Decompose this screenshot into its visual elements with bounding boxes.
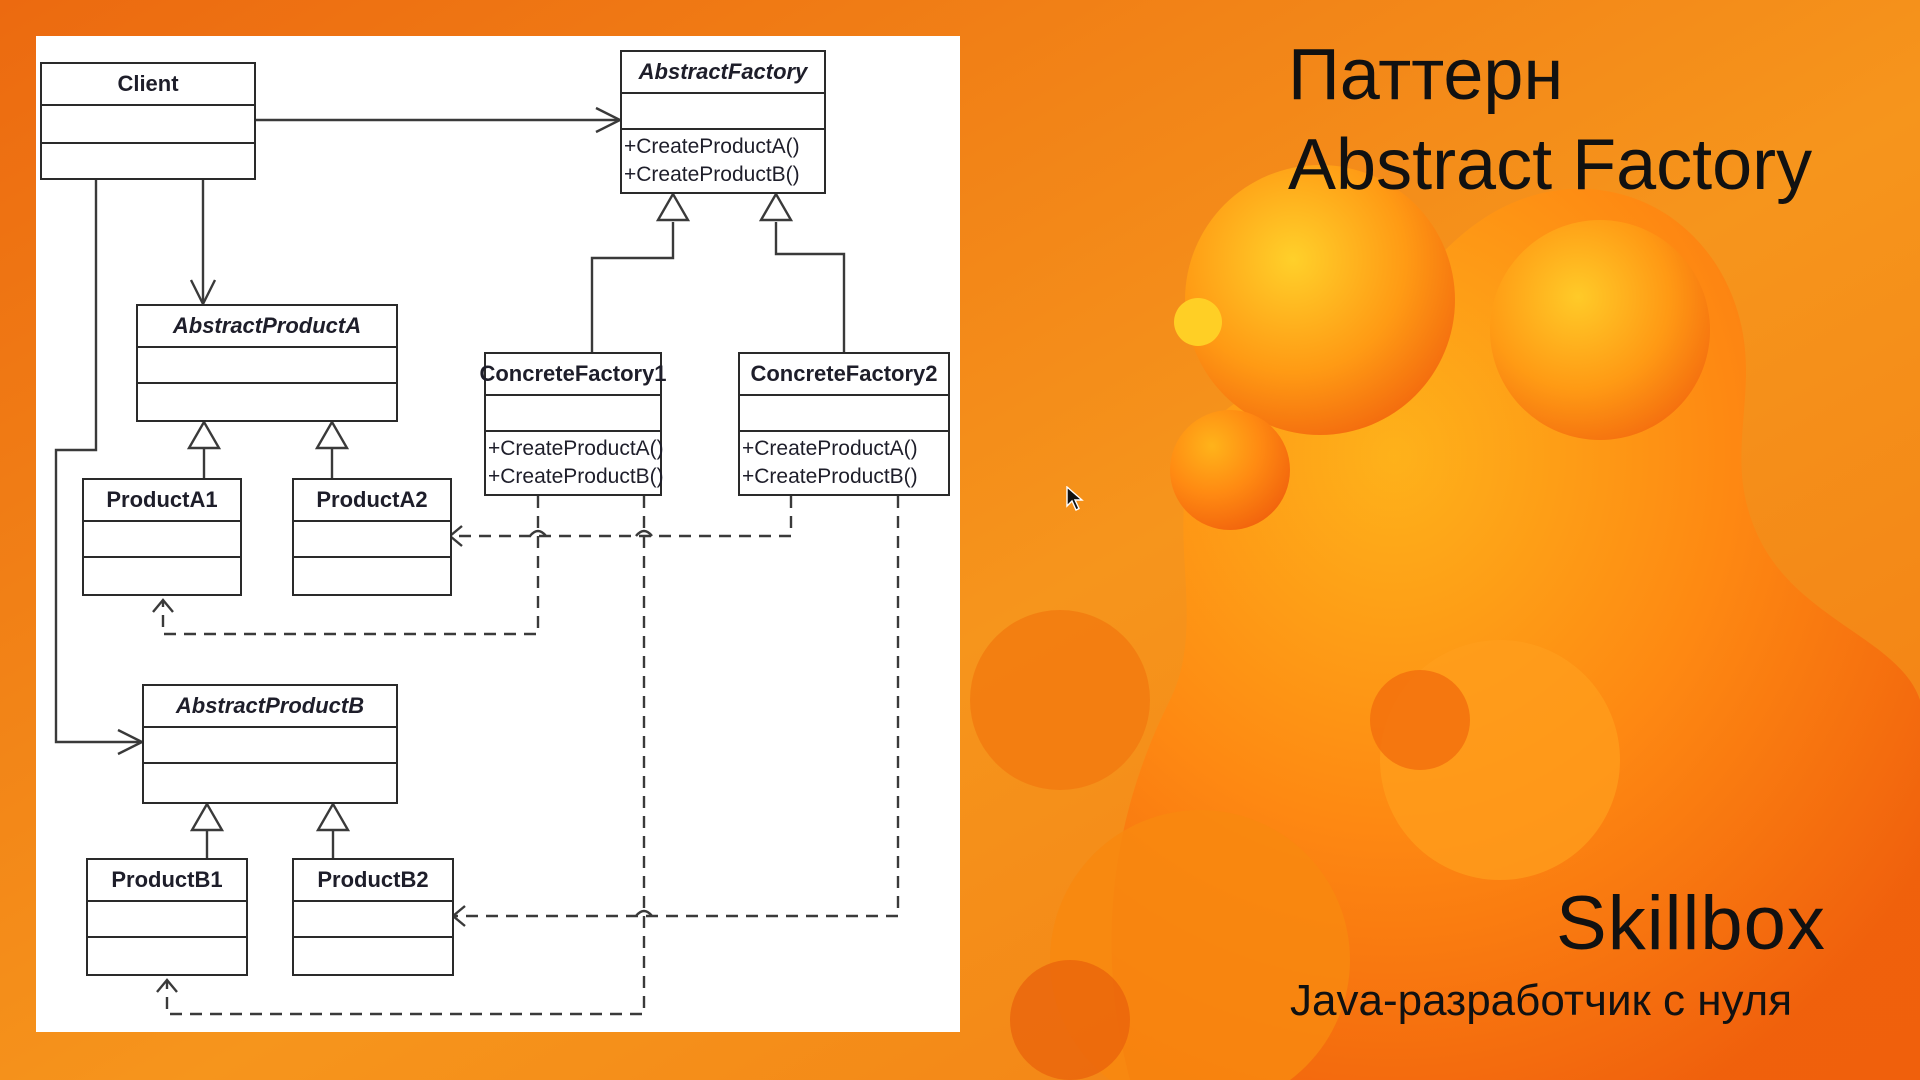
uml-class-abstractproducta: AbstractProductA: [136, 304, 398, 422]
mouse-cursor-icon: [1066, 486, 1084, 511]
class-name-client: Client: [42, 64, 254, 106]
class-attributes: [740, 396, 948, 432]
uml-class-client: Client: [40, 62, 256, 180]
operation-create-product-b: +CreateProductB(): [624, 163, 800, 186]
uml-class-abstractfactory: AbstractFactory +CreateProductA() +Creat…: [620, 50, 826, 194]
class-name-concretefactory1: ConcreteFactory1: [479, 354, 667, 396]
class-name-productb2: ProductB2: [294, 860, 452, 902]
class-operations: [42, 144, 254, 178]
cf1-creates-productb1-line: [165, 496, 646, 1016]
class-attributes: [486, 396, 660, 432]
diagram-connectors: [54, 106, 900, 1016]
class-operations: +CreateProductA() +CreateProductB(): [740, 432, 948, 494]
concretefactory1-inherit-triangle: [655, 191, 691, 222]
class-attributes: [294, 902, 452, 938]
cf2-creates-producta2-line: [450, 496, 793, 538]
class-attributes: [294, 522, 450, 558]
class-operations: [84, 558, 240, 594]
slide-title-line-1: Паттерн: [1288, 35, 1564, 115]
uml-class-concretefactory1: ConcreteFactory1 +CreateProductA() +Crea…: [479, 352, 667, 496]
uml-class-abstractproductb: AbstractProductB: [142, 684, 398, 804]
brand-logo: Skillbox: [1556, 881, 1826, 966]
concretefactory2-inherit-line: [774, 222, 846, 352]
productb2-dependency-arrowhead: [451, 905, 466, 927]
class-name-concretefactory2: ConcreteFactory2: [740, 354, 948, 396]
class-operations: [144, 764, 396, 802]
uml-class-productb1: ProductB1: [86, 858, 248, 976]
class-attributes: [42, 106, 254, 144]
class-attributes: [84, 522, 240, 558]
operation-create-product-b: +CreateProductB(): [488, 465, 664, 488]
productb1-dependency-arrowhead: [156, 978, 178, 993]
concretefactory1-inherit-line: [590, 222, 675, 352]
slide-title-line-2: Abstract Factory: [1288, 125, 1813, 205]
uml-diagram-panel: Client AbstractFactory +CreateProductA()…: [36, 36, 960, 1032]
producta1-inherit-triangle: [186, 419, 222, 450]
class-operations: [138, 384, 396, 420]
class-name-abstractproducta: AbstractProductA: [138, 306, 396, 348]
operation-create-product-a: +CreateProductA(): [742, 437, 918, 460]
class-attributes: [138, 348, 396, 384]
class-name-producta2: ProductA2: [294, 480, 450, 522]
productb1-inherit-triangle: [189, 801, 225, 832]
operation-create-product-a: +CreateProductA(): [624, 135, 800, 158]
class-attributes: [88, 902, 246, 938]
class-attributes: [144, 728, 396, 764]
producta1-dependency-arrowhead: [152, 598, 174, 613]
client-to-abstractproductb-line: [54, 180, 142, 744]
cf2-creates-productb2-line: [453, 496, 900, 918]
class-name-abstractproductb: AbstractProductB: [144, 686, 396, 728]
uml-class-producta1: ProductA1: [82, 478, 242, 596]
class-operations: +CreateProductA() +CreateProductB(): [622, 130, 824, 192]
concretefactory2-inherit-triangle: [758, 191, 794, 222]
uml-class-concretefactory2: ConcreteFactory2 +CreateProductA() +Crea…: [738, 352, 950, 496]
class-name-productb1: ProductB1: [88, 860, 246, 902]
course-name: Java-разработчик с нуля: [1290, 976, 1793, 1025]
class-operations: [294, 938, 452, 974]
operation-create-product-a: +CreateProductA(): [488, 437, 664, 460]
productb2-inherit-triangle: [315, 801, 351, 832]
uml-class-productb2: ProductB2: [292, 858, 454, 976]
class-name-producta1: ProductA1: [84, 480, 240, 522]
producta2-inherit-triangle: [314, 419, 350, 450]
class-attributes: [622, 94, 824, 130]
operation-create-product-b: +CreateProductB(): [742, 465, 918, 488]
class-operations: [88, 938, 246, 974]
uml-class-producta2: ProductA2: [292, 478, 452, 596]
class-name-abstractfactory: AbstractFactory: [622, 52, 824, 94]
class-operations: +CreateProductA() +CreateProductB(): [486, 432, 664, 494]
class-operations: [294, 558, 450, 594]
cf1-creates-producta1-line: [161, 496, 540, 636]
